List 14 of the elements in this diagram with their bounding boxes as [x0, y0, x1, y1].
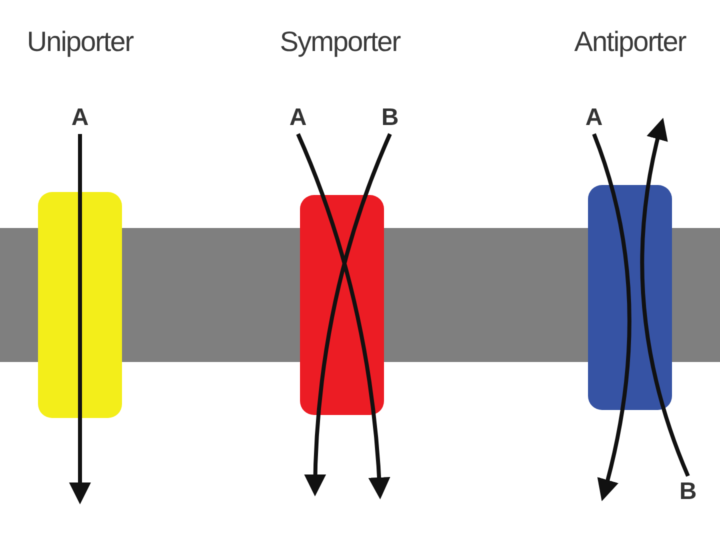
molecule-label: A — [582, 104, 606, 132]
molecule-label: A — [68, 104, 92, 132]
transport-arrow — [69, 134, 91, 504]
molecule-label: B — [676, 478, 700, 506]
transporter-title: Symporter — [278, 26, 402, 58]
transport-protein — [300, 195, 384, 415]
transport-protein — [38, 192, 122, 418]
transporter-title: Uniporter — [26, 26, 135, 58]
molecule-label: B — [378, 104, 402, 132]
transport-arrow — [592, 133, 632, 502]
transport-arrow — [640, 118, 690, 477]
transporter-title: Antiporter — [573, 26, 688, 58]
molecule-label: A — [286, 104, 310, 132]
transport-protein — [588, 185, 672, 410]
